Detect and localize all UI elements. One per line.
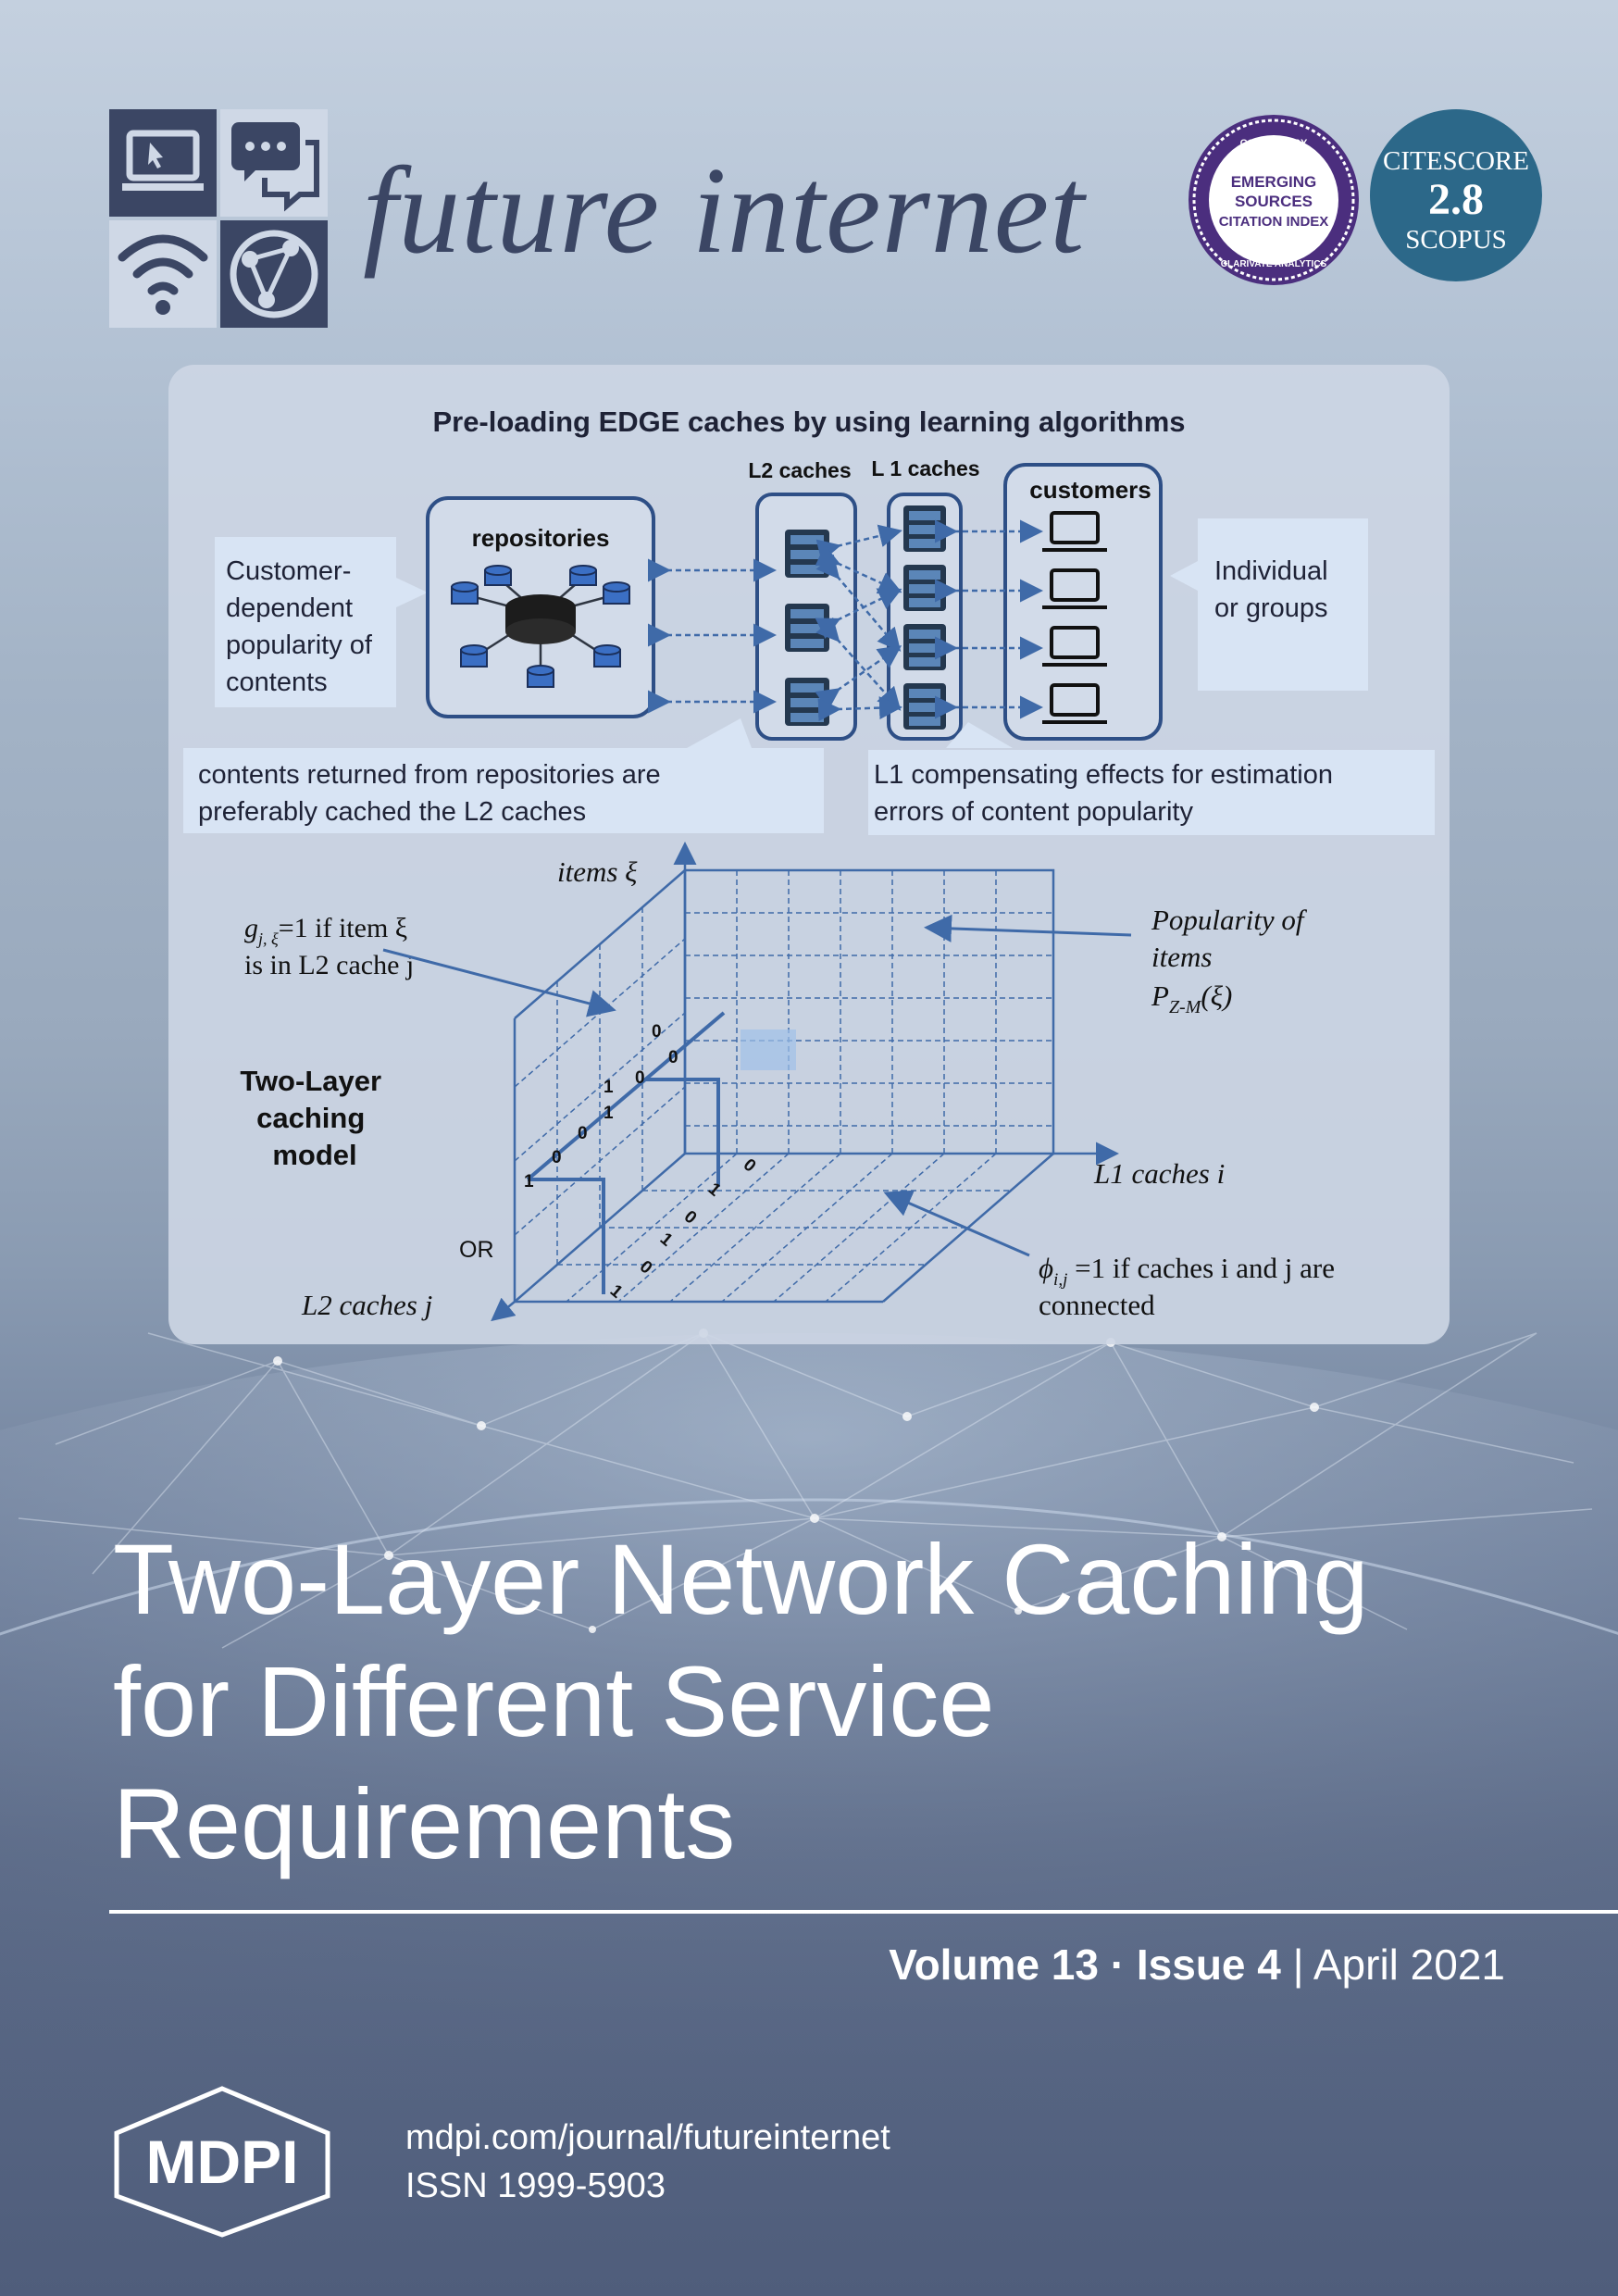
- laptop-icons: [1042, 511, 1107, 724]
- customers-label: customers: [1029, 476, 1151, 504]
- phi-formula-line2: connected: [1039, 1289, 1155, 1321]
- wifi-icon: [118, 234, 208, 295]
- svg-text:1: 1: [524, 1172, 534, 1192]
- citescore-value: 2.8: [1428, 175, 1484, 224]
- esci-line1: EMERGING: [1231, 173, 1317, 191]
- issue-separator: ·: [1098, 1940, 1137, 1989]
- svg-text:0: 0: [652, 1022, 662, 1042]
- g-formula: gj, ξ=1 if item ξ: [244, 913, 407, 948]
- connection-arrows: [648, 519, 1043, 722]
- phi-formula: ϕi,j =1 if caches i and j are: [1039, 1252, 1335, 1290]
- mdpi-logo: MDPI: [114, 2086, 330, 2238]
- journal-title: future internet: [363, 142, 1086, 279]
- svg-text:1: 1: [606, 1281, 627, 1303]
- repositories-label: repositories: [472, 524, 610, 552]
- article-title-line: Requirements: [113, 1767, 736, 1879]
- note-bottom-right-text: L1 compensating effects for estimation e…: [874, 760, 1340, 827]
- svg-text:0: 0: [578, 1124, 588, 1143]
- note-bottom-left-box: [183, 748, 824, 833]
- svg-text:1: 1: [604, 1078, 614, 1097]
- esci-line2: SOURCES: [1235, 193, 1313, 210]
- svg-text:1: 1: [604, 1104, 614, 1123]
- journal-logo: [109, 109, 328, 328]
- l2-server-icons: [785, 530, 829, 726]
- esci-bottom: CLARIVATE ANALYTICS: [1221, 259, 1327, 269]
- svg-text:0: 0: [552, 1148, 562, 1167]
- g-formula-line2: is in L2 cache j: [244, 950, 414, 980]
- laptop-icon: [122, 130, 204, 191]
- issue-bar: |: [1280, 1940, 1313, 1989]
- svg-text:0: 0: [680, 1207, 701, 1229]
- l2-caches-label: L2 caches: [748, 458, 851, 482]
- l1-caches-label: L 1 caches: [871, 456, 979, 480]
- issue-info: Volume 13 · Issue 4 | April 2021: [889, 1940, 1505, 1990]
- note-left-text: Customer- dependent popularity of conten…: [226, 556, 380, 697]
- article-title-line: for Different Service: [113, 1645, 995, 1757]
- caching-diagram: Pre-loading EDGE caches by using learnin…: [183, 406, 1435, 1322]
- esci-line3: CITATION INDEX: [1219, 214, 1329, 230]
- items-axis-label: items ξ: [557, 855, 638, 888]
- network-globe-background: [0, 1329, 1618, 2296]
- two-layer-grid: [491, 842, 1119, 1322]
- svg-text:0: 0: [635, 1068, 645, 1088]
- svg-text:0: 0: [668, 1048, 678, 1067]
- esci-top: COVERED BY: [1240, 138, 1308, 149]
- grid-digits: 1 0 0 1 0 1 0 0 1 0 1 0 1 0: [524, 1022, 759, 1303]
- note-bottom-right-box: [868, 750, 1435, 835]
- issue-date: April 2021: [1313, 1940, 1505, 1989]
- esci-badge: COVERED BY EMERGING SOURCES CITATION IND…: [1189, 115, 1359, 285]
- l2-axis-label: L2 caches j: [301, 1289, 432, 1321]
- chat-icon: [231, 122, 319, 212]
- svg-text:0: 0: [636, 1257, 656, 1279]
- database-cluster-icon: [451, 565, 630, 688]
- citescore-badge: CITESCORE 2.8 SCOPUS: [1370, 109, 1542, 281]
- model-title: Two-Layer caching model: [240, 1065, 389, 1171]
- svg-text:1: 1: [656, 1229, 677, 1251]
- popularity-label: Popularity of items: [1151, 904, 1311, 973]
- issue-label: Issue 4: [1136, 1940, 1281, 1989]
- journal-url[interactable]: mdpi.com/journal/futureinternet: [405, 2118, 890, 2157]
- article-title-line: Two-Layer Network Caching: [113, 1523, 1369, 1635]
- note-bottom-left-text: contents returned from repositories are …: [198, 760, 668, 827]
- divider-rule: [109, 1910, 1618, 1914]
- citescore-source: SCOPUS: [1405, 225, 1507, 255]
- popularity-formula: PZ-M(ξ): [1151, 980, 1232, 1017]
- globe-network-icon: [230, 230, 318, 318]
- note-left-box: [215, 537, 396, 707]
- note-right-box: [1198, 518, 1368, 691]
- svg-text:0: 0: [740, 1155, 760, 1177]
- or-label: OR: [459, 1237, 494, 1263]
- diagram-heading: Pre-loading EDGE caches by using learnin…: [432, 406, 1185, 438]
- volume-label: Volume 13: [889, 1940, 1099, 1989]
- citescore-label: CITESCORE: [1383, 146, 1529, 176]
- note-right-text: Individual or groups: [1214, 556, 1336, 623]
- issn: ISSN 1999-5903: [405, 2166, 666, 2205]
- article-title: Two-Layer Network Caching for Different …: [113, 1518, 1557, 1885]
- mdpi-wordmark: MDPI: [146, 2128, 299, 2196]
- l1-axis-label: L1 caches i: [1093, 1157, 1225, 1190]
